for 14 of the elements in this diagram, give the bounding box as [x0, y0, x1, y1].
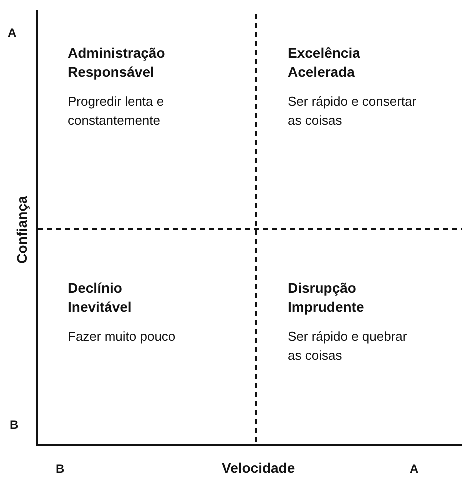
quadrant-description: Ser rápido e consertar as coisas [288, 93, 418, 130]
quadrant-description: Fazer muito pouco [68, 328, 177, 346]
axis-level-label: B [10, 418, 19, 432]
quadrant-heading: Excelência Acelerada [288, 44, 362, 82]
axis-title: Confiança [14, 196, 30, 264]
quadrant-description: Progredir lenta e constantemente [68, 93, 166, 130]
axis-level-label: A [410, 462, 419, 476]
axis-level-label: B [56, 462, 65, 476]
axis-level-label: A [8, 26, 17, 40]
quadrant-description: Ser rápido e quebrar as coisas [288, 328, 408, 365]
quadrant-heading: Administração Responsável [68, 44, 166, 82]
quadrant-heading: Disrupção Imprudente [288, 279, 366, 317]
axis-title: Velocidade [222, 460, 296, 476]
quadrant-heading: Declínio Inevitável [68, 279, 133, 317]
